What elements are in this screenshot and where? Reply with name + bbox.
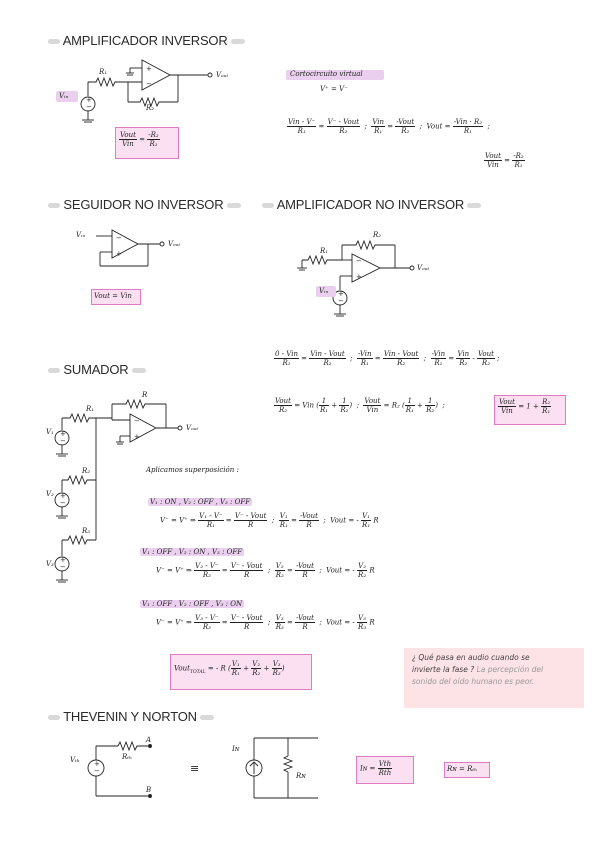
inv-label-r2: R₂: [146, 104, 155, 112]
svg-text:+: +: [356, 273, 362, 281]
svg-text:+: +: [338, 290, 344, 298]
ni-label-r1: R₁: [320, 247, 329, 255]
header-amplificador-inversor: AMPLIFICADOR INVERSOR: [48, 33, 245, 48]
ni-label-vout: Vₒᵤₜ: [417, 264, 430, 272]
case3-header: V₁ : OFF , V₂ : OFF , V₃ : ON: [140, 600, 245, 608]
th-label-vth: Vₜₕ: [70, 756, 80, 764]
header-seguidor-no-inversor: SEGUIDOR NO INVERSOR: [48, 197, 241, 212]
rn-result: Rɴ = Rₜₕ: [447, 765, 478, 773]
sum-label-r: R: [142, 391, 148, 399]
follower-result-box: [91, 289, 141, 305]
svg-text:+: +: [60, 556, 66, 564]
in-result-box: [356, 756, 414, 784]
th-label-b: B: [146, 786, 152, 794]
case1-header: V₁ : ON , V₂ : OFF , V₃ : OFF: [148, 498, 253, 506]
sum-label-v1: V₁: [46, 428, 54, 436]
svg-text:+: +: [60, 492, 66, 500]
vplus-vminus: V⁺ = V⁻: [320, 85, 348, 93]
follower-circuit: [96, 229, 165, 267]
norton-circuit: [245, 737, 318, 799]
follower-result: Vout = Vin: [94, 292, 132, 300]
fol-label-vin: Vᵢₙ: [76, 231, 86, 239]
inv-label-r1: R₁: [99, 68, 108, 76]
noninv-result-box: [494, 395, 566, 425]
inverter-circuit: [80, 59, 213, 123]
svg-text:+: +: [60, 430, 66, 438]
svg-text:−: −: [94, 767, 100, 775]
th-label-rth: Rₜₕ: [122, 753, 133, 761]
svg-text:−: −: [86, 103, 92, 111]
virtual-short-title: Cortocircuito virtual: [290, 70, 363, 78]
superposition-label: Aplicamos superposición :: [146, 466, 239, 474]
svg-text:+: +: [116, 250, 122, 258]
svg-text:−: −: [60, 563, 66, 571]
svg-text:−: −: [338, 297, 344, 305]
total-result-box: [170, 654, 312, 690]
audio-phase-note: ¿ Qué pasa en audio cuando se invierte l…: [404, 648, 584, 708]
sum-label-r2: R₂: [82, 467, 91, 475]
inv-label-vout: Vₒᵤₜ: [216, 71, 229, 79]
header-amplificador-no-inversor: AMPLIFICADOR NO INVERSOR: [262, 197, 482, 212]
ni-label-vin: Vᵢₙ: [319, 287, 329, 295]
th-label-a: A: [146, 736, 152, 744]
svg-text:−: −: [116, 234, 122, 242]
no-label-in: Iɴ: [232, 745, 240, 753]
svg-text:+: +: [146, 65, 152, 73]
fol-label-vout: Vₒᵤₜ: [168, 240, 181, 248]
ni-label-r2: R₂: [373, 231, 382, 239]
svg-text:+: +: [86, 96, 92, 104]
sum-label-r1: R₁: [86, 405, 95, 413]
svg-text:−: −: [356, 257, 362, 265]
svg-text:−: −: [146, 80, 152, 88]
svg-text:+: +: [134, 433, 140, 441]
no-label-rn: Rɴ: [296, 772, 306, 780]
svg-text:−: −: [60, 499, 66, 507]
header-thevenin-norton: THEVENIN Y NORTON: [48, 709, 215, 724]
sum-label-v3: V₃: [46, 560, 54, 568]
sum-label-v2: V₂: [46, 490, 54, 498]
sum-label-r3: R₃: [82, 527, 91, 535]
sum-label-vout: Vₒᵤₜ: [186, 424, 199, 432]
inv-label-vin: Vᵢₙ: [59, 92, 69, 100]
th-equiv: ≡: [190, 762, 200, 775]
svg-text:+: +: [94, 760, 100, 768]
summer-circuit: [54, 398, 183, 583]
inv-gain-box: [115, 127, 179, 159]
header-sumador: SUMADOR: [48, 362, 146, 377]
case2-header: V₁ : OFF , V₂ : ON , V₃ : OFF: [140, 548, 245, 556]
svg-text:−: −: [134, 417, 140, 425]
rn-result-box: [444, 762, 490, 778]
noninverter-circuit: [297, 239, 415, 317]
thevenin-circuit: [87, 740, 152, 798]
svg-text:−: −: [60, 437, 66, 445]
